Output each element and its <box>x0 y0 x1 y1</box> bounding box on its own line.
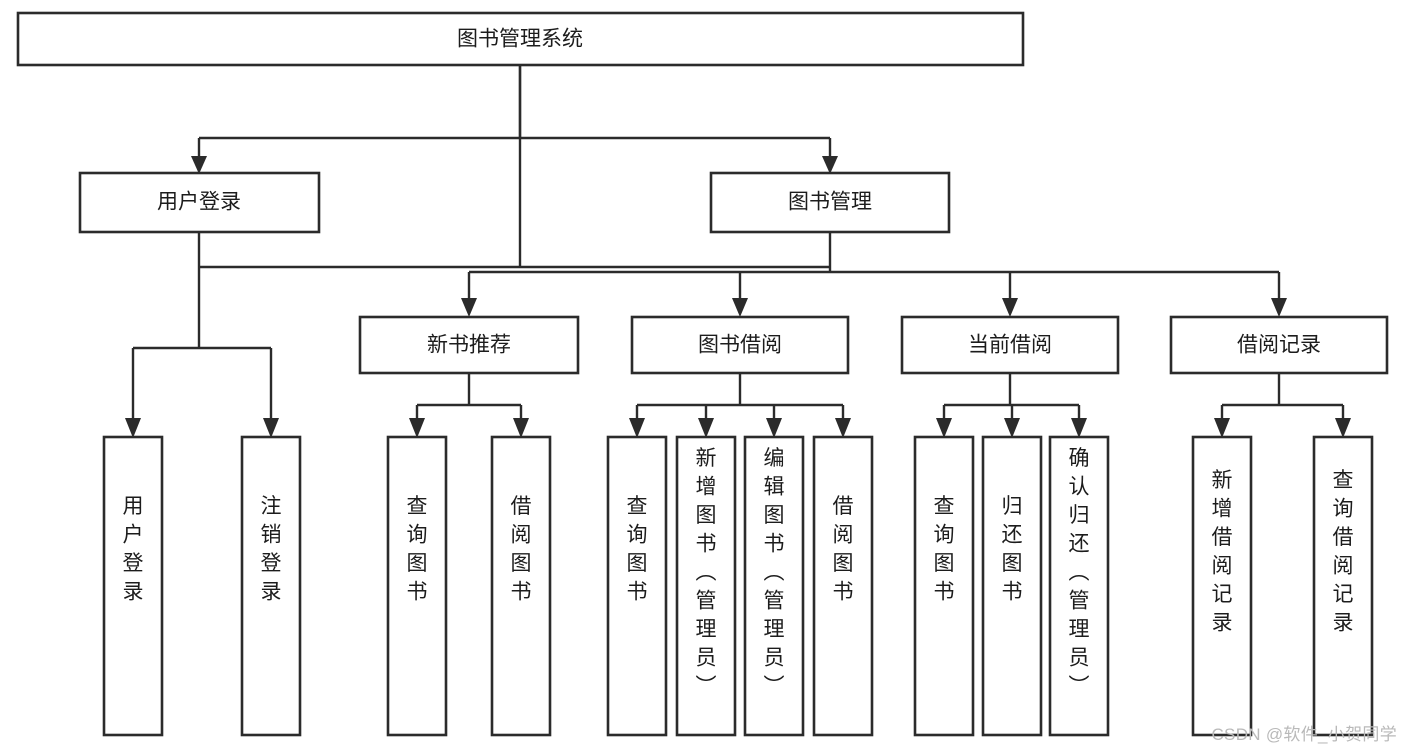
node-user-login[interactable]: 用户登录 <box>78 171 321 234</box>
node-book-manage-box[interactable] <box>709 171 951 234</box>
leaf-query-book-3[interactable]: 查询图书 <box>913 435 975 737</box>
leaf-query-book-2-label: 查询图书 <box>627 495 648 604</box>
node-borrow-record[interactable]: 借阅记录 <box>1169 315 1389 375</box>
leaf-borrow-book-2-label: 借阅图书 <box>833 495 854 604</box>
leaf-user-login-box[interactable] <box>102 435 164 737</box>
arrowhead-leaf-logout-login <box>263 418 279 438</box>
leaf-query-record[interactable]: 查询借阅记录 <box>1312 435 1374 737</box>
node-new-book-recommend-box[interactable] <box>358 315 580 375</box>
connector-layer <box>125 65 1351 438</box>
leaf-borrow-book-2[interactable]: 借阅图书 <box>812 435 874 737</box>
node-book-manage-label: 图书管理 <box>788 191 872 214</box>
leaf-borrow-book-1-box[interactable] <box>490 435 552 737</box>
leaf-return-book-box[interactable] <box>981 435 1043 737</box>
leaf-add-book-box[interactable] <box>675 435 737 737</box>
leaf-confirm-return-box[interactable] <box>1048 435 1110 737</box>
leaf-add-book[interactable]: 新增图书︵管理员︶ <box>675 435 737 737</box>
leaf-query-book-3-label: 查询图书 <box>934 495 955 604</box>
leaf-return-book[interactable]: 归还图书 <box>981 435 1043 737</box>
leaf-logout-login[interactable]: 注销登录 <box>240 435 302 737</box>
leaf-add-record[interactable]: 新增借阅记录 <box>1191 435 1253 737</box>
leaf-borrow-book-2-box[interactable] <box>812 435 874 737</box>
arrowhead-edit-book <box>766 418 782 438</box>
leaf-query-book-2[interactable]: 查询图书 <box>606 435 668 737</box>
node-book-borrow[interactable]: 图书借阅 <box>630 315 850 375</box>
arrowhead-user-login <box>191 156 207 174</box>
leaf-add-book-label: 新增图书︵管理员︶ <box>696 447 717 698</box>
node-current-borrow-box[interactable] <box>900 315 1120 375</box>
arrowhead-book-borrow <box>732 298 748 317</box>
leaf-edit-book-label: 编辑图书︵管理员︶ <box>764 447 785 698</box>
node-root[interactable]: 图书管理系统 <box>16 11 1025 67</box>
node-root-box[interactable] <box>16 11 1025 67</box>
leaf-query-book-1-label: 查询图书 <box>407 495 428 604</box>
leaf-logout-login-label: 注销登录 <box>261 495 282 604</box>
leaf-edit-book[interactable]: 编辑图书︵管理员︶ <box>743 435 805 737</box>
node-root-label: 图书管理系统 <box>457 28 583 51</box>
arrowhead-borrow-record <box>1271 298 1287 317</box>
arrowhead-current-borrow <box>1002 298 1018 317</box>
leaf-user-login[interactable]: 用户登录 <box>102 435 164 737</box>
arrowhead-borrow-book-2 <box>835 418 851 438</box>
arrowhead-add-record <box>1214 418 1230 438</box>
node-current-borrow[interactable]: 当前借阅 <box>900 315 1120 375</box>
leaf-logout-login-box[interactable] <box>240 435 302 737</box>
node-borrow-record-label: 借阅记录 <box>1237 334 1321 357</box>
leaf-borrow-book-1[interactable]: 借阅图书 <box>490 435 552 737</box>
node-book-borrow-box[interactable] <box>630 315 850 375</box>
arrowhead-leaf-user-login <box>125 418 141 438</box>
node-current-borrow-label: 当前借阅 <box>968 334 1052 357</box>
leaf-confirm-return[interactable]: 确认归还︵管理员︶ <box>1048 435 1110 737</box>
node-new-book-recommend[interactable]: 新书推荐 <box>358 315 580 375</box>
node-user-login-box[interactable] <box>78 171 321 234</box>
arrowhead-query-book-1 <box>409 418 425 438</box>
arrowhead-confirm-return <box>1071 418 1087 438</box>
csdn-watermark: CSDN @软件_小贺同学 <box>1211 725 1397 744</box>
arrowhead-borrow-book-1 <box>513 418 529 438</box>
arrowhead-query-book-3 <box>936 418 952 438</box>
leaf-query-book-2-box[interactable] <box>606 435 668 737</box>
node-book-borrow-label: 图书借阅 <box>698 334 782 357</box>
leaf-query-record-label: 查询借阅记录 <box>1333 469 1354 635</box>
leaf-query-record-box[interactable] <box>1312 435 1374 737</box>
arrowhead-add-book <box>698 418 714 438</box>
arrowhead-book-manage <box>822 156 838 174</box>
arrowhead-return-book <box>1004 418 1020 438</box>
arrowhead-new-book-recommend <box>461 298 477 317</box>
leaf-borrow-book-1-label: 借阅图书 <box>511 495 532 604</box>
leaf-user-login-label: 用户登录 <box>123 495 144 604</box>
arrowhead-query-book-2 <box>629 418 645 438</box>
node-new-book-recommend-label: 新书推荐 <box>427 334 511 357</box>
leaf-query-book-3-box[interactable] <box>913 435 975 737</box>
leaf-add-record-box[interactable] <box>1191 435 1253 737</box>
leaf-query-book-1[interactable]: 查询图书 <box>386 435 448 737</box>
leaf-add-record-label: 新增借阅记录 <box>1212 469 1233 635</box>
leaf-confirm-return-label: 确认归还︵管理员︶ <box>1069 447 1090 698</box>
leaf-edit-book-box[interactable] <box>743 435 805 737</box>
node-user-login-label: 用户登录 <box>157 191 241 214</box>
leaf-return-book-label: 归还图书 <box>1002 495 1023 604</box>
node-borrow-record-box[interactable] <box>1169 315 1389 375</box>
node-book-manage[interactable]: 图书管理 <box>709 171 951 234</box>
leaf-query-book-1-box[interactable] <box>386 435 448 737</box>
arrowhead-query-record <box>1335 418 1351 438</box>
